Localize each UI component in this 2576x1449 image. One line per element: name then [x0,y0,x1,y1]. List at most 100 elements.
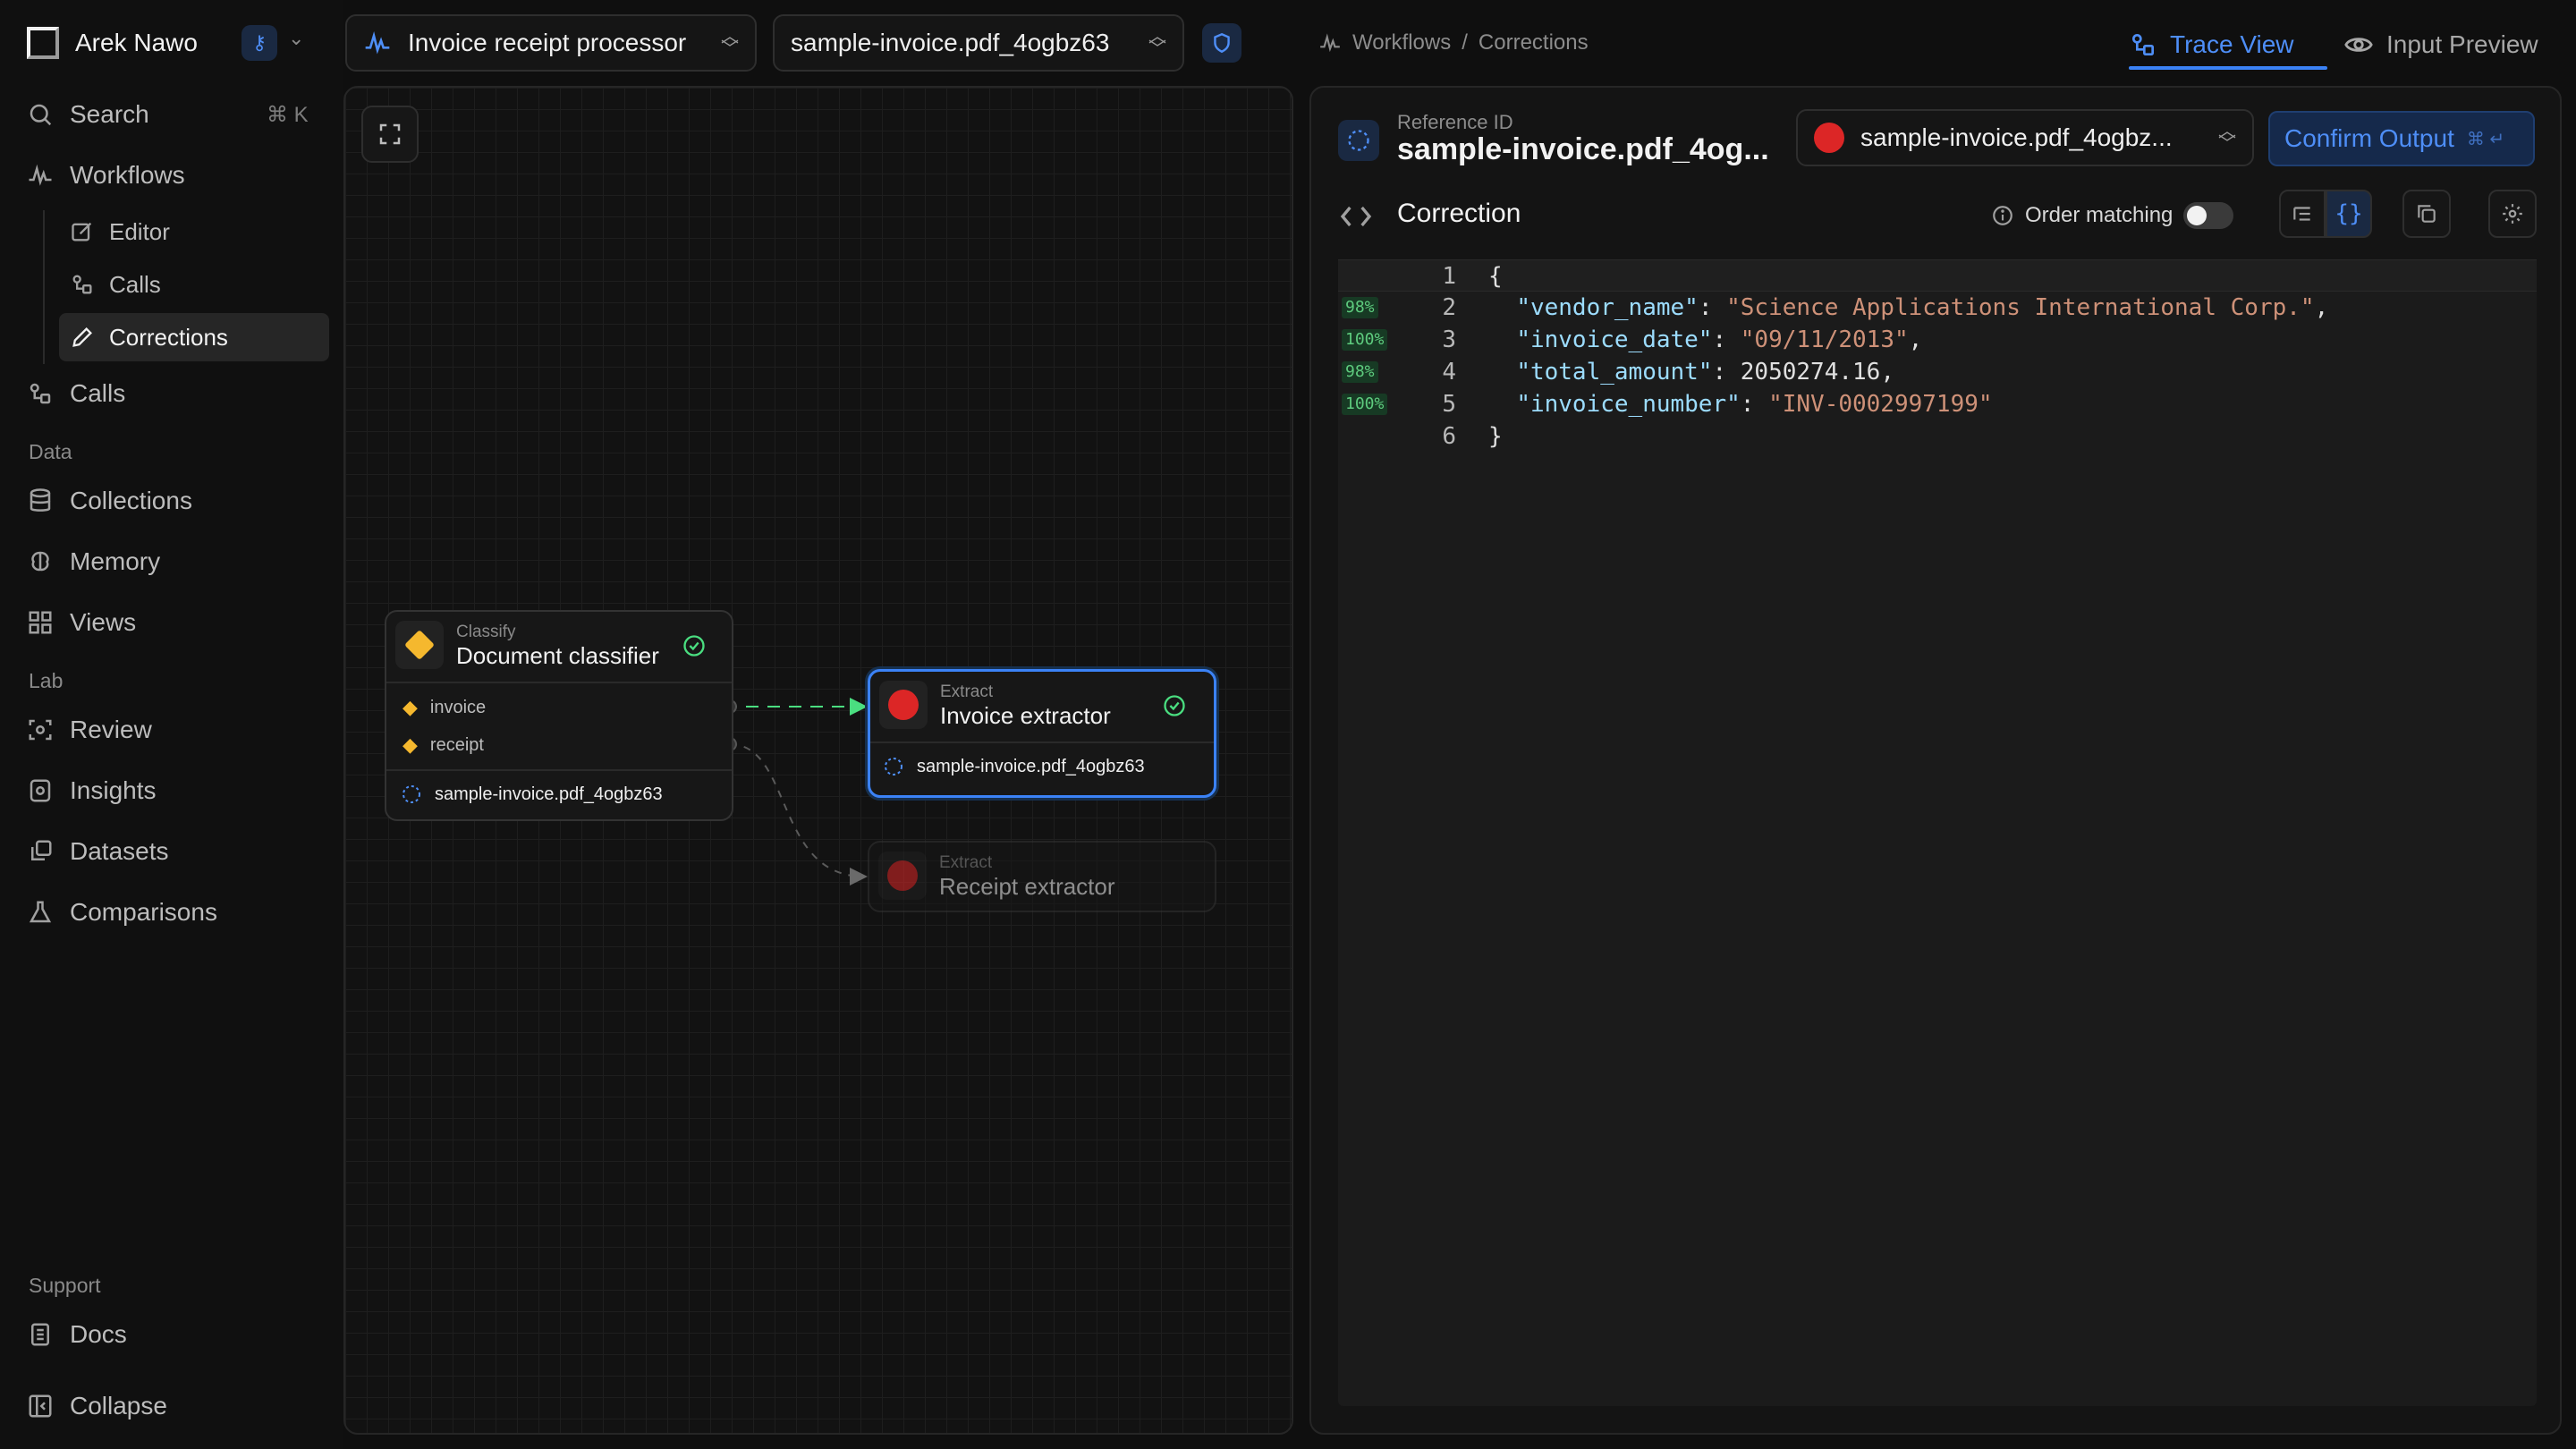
tab-trace-view[interactable]: Trace View [2129,20,2294,70]
workspace-switcher[interactable]: Arek Nawo [27,25,198,61]
extract-icon [878,852,927,900]
chevron-updown-icon: ︿﹀ [721,27,739,59]
sidebar-item-review[interactable]: Review [27,708,152,751]
fit-view-button[interactable] [361,106,419,163]
collapse-icon [29,1394,52,1418]
sidebar-item-comparisons[interactable]: Comparisons [27,891,217,934]
chevron-down-icon[interactable]: ⌄ [288,27,305,49]
sidebar-item-collections[interactable]: Collections [27,479,192,522]
breadcrumb-corrections[interactable]: Corrections [1478,30,1589,55]
active-tab-indicator [2129,66,2327,70]
sidebar-collapse[interactable]: Collapse [27,1385,167,1428]
copy-button[interactable] [2402,190,2451,238]
node-invoice-extractor[interactable]: Extract Invoice extractor sample-invoice… [868,669,1216,798]
code-line: 98% 4 "total_amount": 2050274.16, [1338,356,2537,388]
section-lab: Lab [29,669,64,692]
search-icon [30,104,52,126]
sidebar: Arek Nawo ⚷ ⌄ Search ⌘ K Workflows Edito… [0,0,343,1449]
brain-icon [31,551,49,572]
sidebar-item-editor[interactable]: Editor [59,208,329,256]
json-view-button[interactable]: {} [2326,190,2372,238]
reference-icon [1338,120,1379,161]
sidebar-item-memory[interactable]: Memory [27,540,160,583]
section-data: Data [29,440,72,463]
reference-select[interactable]: sample-invoice.pdf_4ogbz... ︿﹀ [1796,109,2254,166]
divider [870,741,1214,743]
breadcrumb: Workflows / Corrections [1318,30,1589,55]
info-icon [1993,206,2012,225]
sidebar-item-views[interactable]: Views [27,601,136,644]
status-dot-icon [1814,123,1844,153]
enter-shortcut: ⌘ ↵ [2466,129,2505,149]
code-line: 100% 3 "invoice_date": "09/11/2013", [1338,324,2537,356]
tag-icon: ◆ [402,733,418,756]
sidebar-item-workflows[interactable]: Workflows [27,154,185,197]
eye-icon [2344,38,2373,52]
sidebar-item-corrections[interactable]: Corrections [59,313,329,361]
confidence-badge: 98% [1342,297,1378,318]
node-receipt-extractor[interactable]: Extract Receipt extractor [868,841,1216,912]
settings-button[interactable] [2488,190,2537,238]
logo-icon [27,27,59,59]
gear-icon [2503,204,2522,224]
list-tree-icon [2293,207,2310,221]
shield-button[interactable] [1202,23,1241,63]
grid-icon [29,611,52,634]
reference-id-label: Reference ID [1397,111,1513,133]
node-file: sample-invoice.pdf_4ogbz63 [883,756,1145,777]
confirm-output-button[interactable]: Confirm Output ⌘ ↵ [2268,111,2535,166]
sidebar-item-insights[interactable]: Insights [27,769,157,812]
calls-icon [30,383,51,404]
shield-icon [1214,32,1230,54]
sidebar-item-docs[interactable]: Docs [27,1313,127,1356]
chevron-updown-icon: ︿﹀ [1148,27,1166,59]
divider [386,769,732,771]
search-nav[interactable]: Search [27,93,149,136]
pencil-icon [72,327,92,347]
sidebar-item-workflow-calls[interactable]: Calls [59,260,329,309]
output-receipt: ◆ receipt [402,733,484,756]
section-support: Support [29,1274,101,1297]
confidence-badge: 100% [1342,394,1388,415]
insights-icon [30,779,51,802]
workflow-icon [29,164,52,186]
edge-receipt-curve [729,743,868,886]
sidebar-item-calls[interactable]: Calls [27,372,125,415]
breadcrumb-separator: / [1462,30,1468,55]
file-select[interactable]: sample-invoice.pdf_4ogbz63 ︿﹀ [773,14,1184,72]
tree-line [43,210,45,364]
workflow-icon [1320,33,1340,53]
code-line: 1 { [1338,259,2537,292]
search-shortcut: ⌘ K [267,103,309,127]
scan-eye-icon [29,719,52,741]
datasets-icon [31,840,52,860]
integration-icon[interactable]: ⚷ [242,25,277,61]
order-matching-toggle[interactable] [2183,202,2234,229]
sidebar-item-datasets[interactable]: Datasets [27,830,169,873]
success-check-icon [682,633,707,665]
confidence-badge: 98% [1342,361,1378,383]
output-invoice: ◆ invoice [402,696,487,718]
code-line: 98% 2 "vendor_name": "Science Applicatio… [1338,292,2537,324]
workflow-canvas[interactable]: Classify Document classifier ◆ invoice ◆… [343,86,1293,1435]
user-name: Arek Nawo [75,29,198,56]
braces-icon: {} [2334,200,2363,227]
json-editor[interactable]: 1 { 98% 2 "vendor_name": "Science Applic… [1338,259,2537,1406]
code-line: 6 } [1442,423,1503,450]
workflow-select[interactable]: Invoice receipt processor ︿﹀ [345,14,757,72]
trace-icon [2132,33,2154,55]
tab-input-preview[interactable]: Input Preview [2343,20,2538,70]
breadcrumb-workflows[interactable]: Workflows [1352,30,1452,55]
node-document-classifier[interactable]: Classify Document classifier ◆ invoice ◆… [385,610,733,821]
extract-icon [879,681,928,729]
section-title: Correction [1397,199,1521,228]
reference-id-value: sample-invoice.pdf_4og... [1397,132,1769,166]
chevron-updown-icon: ︿﹀ [2218,122,2236,154]
edit-square-icon [72,222,92,242]
divider [386,682,732,683]
success-check-icon [1162,693,1187,724]
tree-view-button[interactable] [2279,190,2326,238]
code-brackets-icon [1338,199,1374,241]
view-mode-group: {} [2279,190,2372,238]
flask-icon [29,901,52,923]
